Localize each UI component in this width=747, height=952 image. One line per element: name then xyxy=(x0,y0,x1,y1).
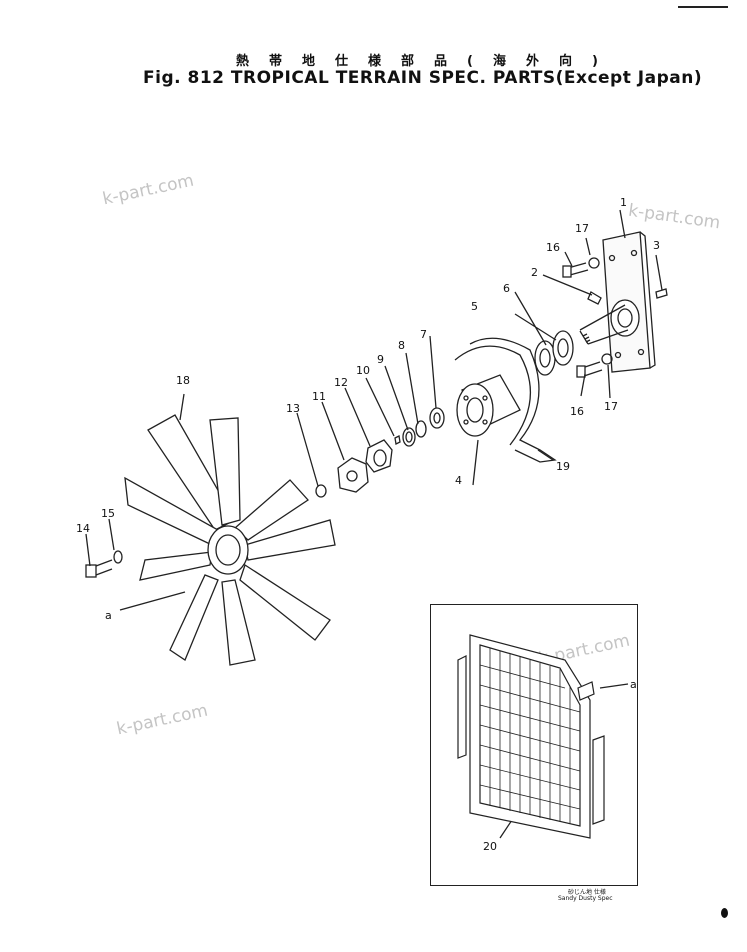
part-label-11: 11 xyxy=(312,390,326,403)
part-label-14: 14 xyxy=(76,522,90,535)
part-label-17: 17 xyxy=(604,400,618,413)
part-label-1: 1 xyxy=(620,196,627,209)
part-label-10: 10 xyxy=(356,364,370,377)
part-label-7: 7 xyxy=(420,328,427,341)
part-label-5: 5 xyxy=(471,300,478,313)
inset-frame xyxy=(430,604,638,886)
inset-caption-japanese: 砂じん地 仕様 xyxy=(568,889,606,896)
part-label-20: 20 xyxy=(483,840,497,853)
part-label-3: 3 xyxy=(653,239,660,252)
part-label-12: 12 xyxy=(334,376,348,389)
part-label-13: 13 xyxy=(286,402,300,415)
part-label-9: 9 xyxy=(377,353,384,366)
part-label-a: a xyxy=(105,609,112,622)
part-label-8: 8 xyxy=(398,339,405,352)
part-label-16: 16 xyxy=(546,241,560,254)
part-label-2: 2 xyxy=(531,266,538,279)
page-dot xyxy=(721,908,728,918)
part-label-17: 17 xyxy=(575,222,589,235)
title-japanese: 熱帯地仕様部品(海外向) xyxy=(236,54,618,69)
part-label-19: 19 xyxy=(556,460,570,473)
part-label-6: 6 xyxy=(503,282,510,295)
part-label-18: 18 xyxy=(176,374,190,387)
title-english: Fig. 812 TROPICAL TERRAIN SPEC. PARTS(Ex… xyxy=(143,68,703,88)
part-label-16: 16 xyxy=(570,405,584,418)
part-label-15: 15 xyxy=(101,507,115,520)
part-label-a: a xyxy=(630,678,637,691)
corner-mark xyxy=(678,6,728,8)
part-label-4: 4 xyxy=(455,474,462,487)
inset-caption-english: Sandy Dusty Spec xyxy=(558,895,613,902)
